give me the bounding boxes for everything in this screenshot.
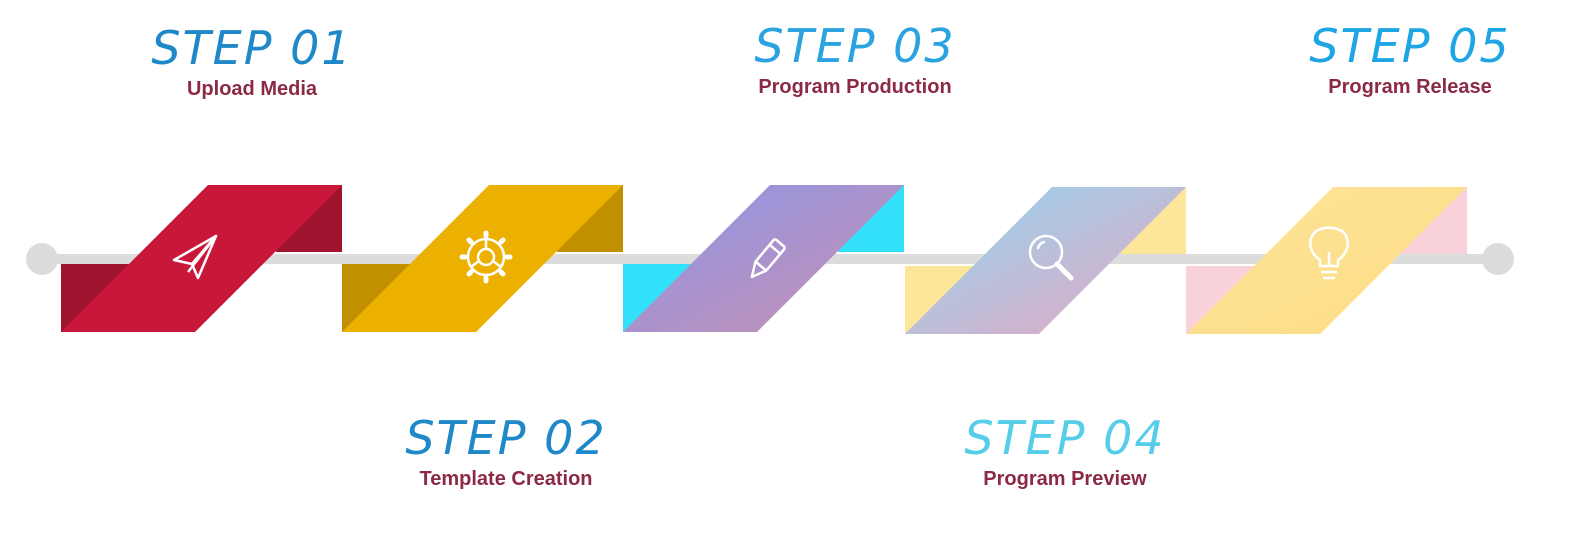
step-2-ribbon	[342, 185, 623, 332]
step-5-label: STEP 05 Program Release	[1250, 18, 1570, 100]
step-3-subtitle: Program Production	[758, 76, 952, 98]
step-2-title: STEP 02	[405, 411, 607, 465]
step-4-title: STEP 04	[964, 411, 1166, 465]
paper-plane-icon	[172, 234, 218, 280]
step-2-subtitle: Template Creation	[419, 468, 593, 490]
step-4-label: STEP 04 Program Preview	[905, 410, 1225, 492]
timeline-start-dot	[26, 243, 58, 275]
magnifier-icon	[1028, 234, 1074, 281]
step-4-ribbon	[905, 187, 1186, 334]
step-2-label: STEP 02 Template Creation	[346, 410, 666, 492]
gear-icon	[459, 230, 513, 284]
step-5-subtitle: Program Release	[1328, 76, 1492, 98]
step-1-ribbon	[61, 185, 342, 332]
step-3-ribbon	[623, 185, 904, 332]
step-3-band	[623, 185, 904, 332]
step-5-band	[1186, 187, 1467, 334]
timeline-end-dot	[1482, 243, 1514, 275]
step-4-band	[905, 187, 1186, 334]
step-5-ribbon	[1186, 187, 1467, 334]
step-2-band	[342, 185, 623, 332]
step-4-subtitle: Program Preview	[983, 468, 1147, 490]
step-1-subtitle: Upload Media	[186, 78, 317, 100]
step-1-band	[61, 185, 342, 332]
step-3-title: STEP 03	[754, 19, 956, 73]
step-3-label: STEP 03 Program Production	[695, 18, 1015, 100]
pencil-icon	[750, 238, 786, 279]
step-5-title: STEP 05	[1309, 19, 1511, 73]
step-1-label: STEP 01 Upload Media	[92, 20, 412, 102]
lightbulb-icon	[1309, 226, 1349, 280]
step-1-title: STEP 01	[151, 21, 353, 75]
